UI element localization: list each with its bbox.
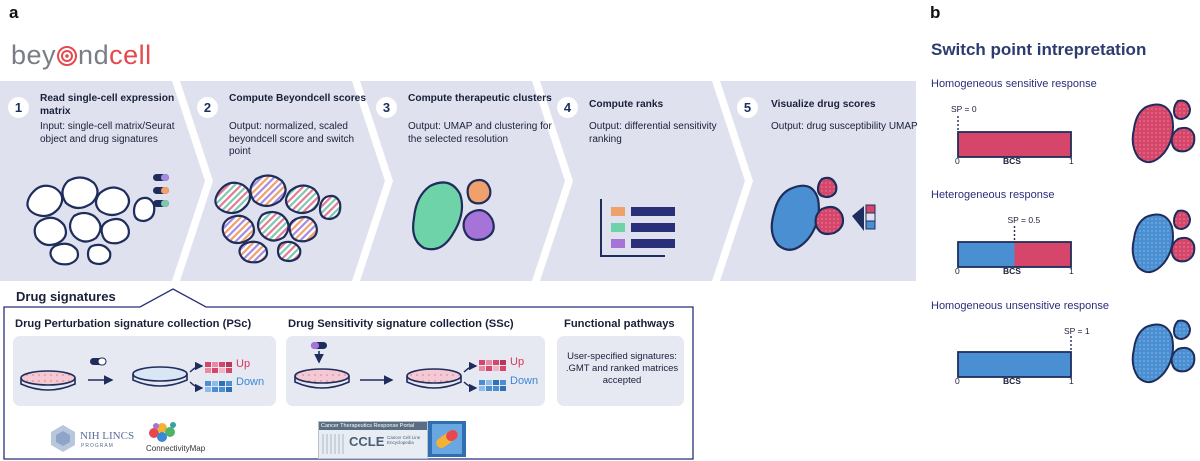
scenario-3-sp-label: SP = 1	[1064, 326, 1090, 336]
ssc-up-label: Up	[510, 356, 525, 368]
scenario-2-axis-max: 1	[1069, 266, 1074, 276]
psc-down-heatmap	[205, 381, 232, 392]
cmap-logo-text: ConnectivityMap	[146, 444, 206, 453]
scenario-3-blue-segment	[958, 352, 1071, 377]
psc-dish-2	[132, 366, 188, 387]
functional-text: User-specified signatures: .GMT and rank…	[565, 351, 679, 386]
cmap-logo-icon	[149, 422, 176, 442]
lincs-logo-text: NIH LINCS	[80, 430, 135, 442]
step-5-title: Visualize drug scores	[771, 99, 876, 110]
step-3-clusters-icon	[412, 178, 495, 251]
scenario-2-red-segment	[1014, 242, 1071, 267]
logo-part-3: cell	[109, 40, 152, 70]
ssc-down-heatmap	[479, 380, 506, 391]
step-2-scored-cells-icon	[214, 174, 342, 264]
step-1-title: Read single-cell expression matrix	[40, 93, 175, 117]
pills-icon	[153, 174, 169, 207]
step-1-cells-icon	[26, 176, 156, 266]
ssc-up-heatmap	[479, 360, 506, 371]
lincs-logo-icon	[51, 425, 75, 452]
psc-up-heatmap	[205, 362, 232, 373]
ssc-down-label: Down	[510, 375, 539, 387]
scenario-3-bar-outline	[957, 351, 1072, 378]
lincs-logo-subtext: PROGRAM	[81, 443, 114, 449]
scenario-3-label: Homogeneous unsensitive response	[931, 300, 1109, 312]
step-2-number: 2	[197, 97, 218, 118]
step-3-title: Compute therapeutic clusters	[408, 93, 552, 104]
functional-box	[557, 336, 684, 406]
logo-part-2: nd	[78, 40, 110, 70]
ssc-title: Drug Sensitivity signature collection (S…	[288, 318, 514, 330]
scenario-1-axis-label: BCS	[1003, 156, 1021, 166]
psc-dish-1	[20, 370, 76, 391]
psc-down-label: Down	[236, 376, 265, 388]
scenario-2-axis-label: BCS	[1003, 266, 1021, 276]
scenario-1-sp-label: SP = 0	[951, 104, 977, 114]
step-4-ranks-icon	[600, 199, 675, 257]
ctrp-logo-text: Cancer Therapeutics Response Portal	[319, 422, 427, 430]
step-5-umap-icon	[770, 176, 845, 251]
step-2-title: Compute Beyondcell scores	[229, 93, 367, 104]
scenario-1-red-segment	[958, 132, 1071, 157]
signature-diagrams	[20, 342, 506, 393]
panel-b-letter: b	[930, 3, 941, 22]
bcs-bars	[957, 116, 1072, 378]
scenario-3-axis-min: 0	[955, 376, 960, 386]
scenario-3-axis-max: 1	[1069, 376, 1074, 386]
ssc-dish-2	[406, 368, 462, 389]
step-3-description: Output: UMAP and clustering for the sele…	[408, 121, 552, 145]
scenario-2-label: Heterogeneous response	[931, 189, 1055, 201]
scenario-1-cells-icon	[1131, 99, 1196, 164]
capsule-logo-icon	[428, 421, 466, 457]
step-1-description: Input: single-cell matrix/Seurat object …	[40, 121, 175, 145]
ssc-dish-1	[294, 368, 350, 389]
psc-title: Drug Perturbation signature collection (…	[15, 318, 252, 330]
functional-pathways-title: Functional pathways	[564, 318, 675, 330]
logo-target-icon	[57, 46, 78, 66]
logo-part-1: bey	[11, 40, 57, 70]
scenario-2-sp-label: SP = 0.5	[1007, 215, 1041, 225]
scenario-3-cells-icon	[1131, 319, 1196, 384]
ccle-barcode-icon	[322, 434, 346, 454]
scenario-2-cells-icon	[1131, 209, 1196, 274]
scenario-1-axis-max: 1	[1069, 156, 1074, 166]
score-scale-icon	[852, 204, 876, 231]
scenario-2-bar-outline	[957, 241, 1072, 268]
scenario-2-axis-min: 0	[955, 266, 960, 276]
step-5-number: 5	[737, 97, 758, 118]
scenario-1-label: Homogeneous sensitive response	[931, 78, 1097, 90]
step-illustrations	[26, 174, 876, 266]
ctrp-ccle-logo: Cancer Therapeutics Response Portal CCLE…	[318, 421, 428, 459]
step-4-description: Output: differential sensitivity ranking	[589, 121, 717, 145]
switch-point-title: Switch point intrepretation	[931, 40, 1147, 59]
ccle-logo-text: CCLE	[349, 434, 385, 449]
step-2-description: Output: normalized, scaled beyondcell sc…	[229, 121, 355, 158]
scenario-2-blue-segment	[958, 242, 1015, 267]
scenario-1-bar-outline	[957, 131, 1072, 158]
scenario-3-axis-label: BCS	[1003, 376, 1021, 386]
step-4-number: 4	[557, 97, 578, 118]
drug-signatures-title: Drug signatures	[16, 289, 116, 304]
step-5-description: Output: drug susceptibility UMAP	[771, 121, 918, 132]
drug-signatures-frame	[3, 288, 694, 460]
psc-pill-icon	[90, 357, 107, 366]
step-1-number: 1	[8, 97, 29, 118]
step-3-number: 3	[376, 97, 397, 118]
psc-up-label: Up	[236, 358, 251, 370]
ssc-pill-icon	[311, 342, 327, 364]
ccle-logo-subtext: Cancer Cell Line Encyclopedia	[387, 435, 421, 445]
step-4-title: Compute ranks	[589, 99, 664, 110]
scenario-1-axis-min: 0	[955, 156, 960, 166]
panel-b-cells	[1131, 99, 1196, 384]
panel-a-letter: a	[9, 3, 19, 22]
